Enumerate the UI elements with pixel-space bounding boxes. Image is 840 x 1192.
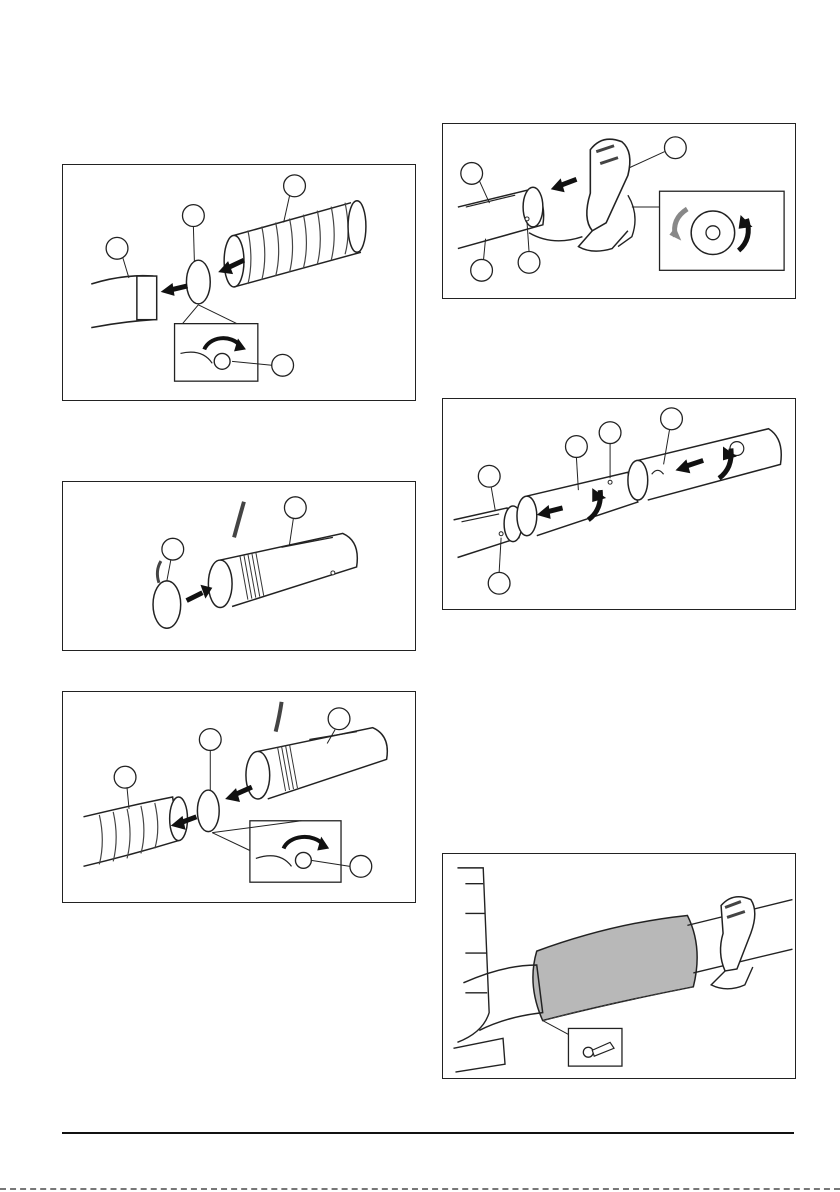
flex-hose [224,201,366,287]
elbow-tube [463,965,542,1030]
footer-rule [62,1132,794,1134]
inset-clamp-detail [212,821,341,882]
illustration-handle-remove [443,124,795,298]
illustration-remove-flex-hose [63,165,415,400]
callout-circle-icon [162,497,306,560]
lower-tube [454,506,522,558]
figure-attach-flex-hose [62,691,416,903]
flex-hose [83,797,187,866]
clamp-ring [197,790,219,832]
illustration-attach-flex-hose [63,692,415,902]
inset-clamp-detail [175,305,258,381]
figure-handle-remove [442,123,796,299]
arrow-icon [551,178,577,192]
nozzle-tube [628,429,781,500]
illustration-clamp-on-tube [63,482,415,650]
cable [529,233,582,241]
blower-tube [458,187,544,248]
illustration-tube-sections [443,399,795,609]
inset-knob-detail [632,191,784,270]
figure-tube-sections [442,398,796,610]
figure-clamp-on-tube [62,481,416,651]
page-edge [0,1188,840,1190]
callout-circle-icon [461,137,686,281]
arrow-icon [537,459,703,518]
figure-storage-cover [442,853,796,1079]
tube [246,702,387,799]
handle [711,897,755,989]
handle [578,139,635,251]
arrow-icon [187,585,213,601]
figure-remove-flex-hose [62,164,416,401]
callout-circle-icon [478,408,682,594]
clamp-ring [153,561,181,628]
inset-zipper-detail [543,1021,622,1067]
cover-bag [533,915,697,1020]
tube [208,502,357,608]
illustration-storage-cover [443,854,795,1078]
